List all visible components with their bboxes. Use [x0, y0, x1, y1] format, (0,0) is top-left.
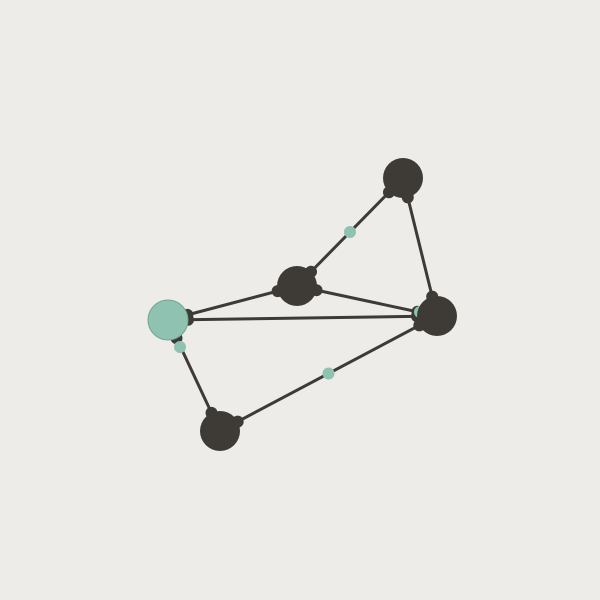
node-n1[interactable]	[383, 158, 423, 198]
node-n2[interactable]	[277, 266, 317, 306]
node-n4[interactable]	[417, 296, 457, 336]
edge-midpoint-marker	[322, 367, 335, 380]
node-n5[interactable]	[200, 411, 240, 451]
edge-midpoint-marker	[344, 226, 356, 238]
edge-endpoint-highlight	[174, 341, 186, 353]
edge-n3-n4	[166, 314, 439, 322]
nodes-layer	[147, 158, 457, 451]
node-n3-selected[interactable]	[147, 299, 189, 341]
